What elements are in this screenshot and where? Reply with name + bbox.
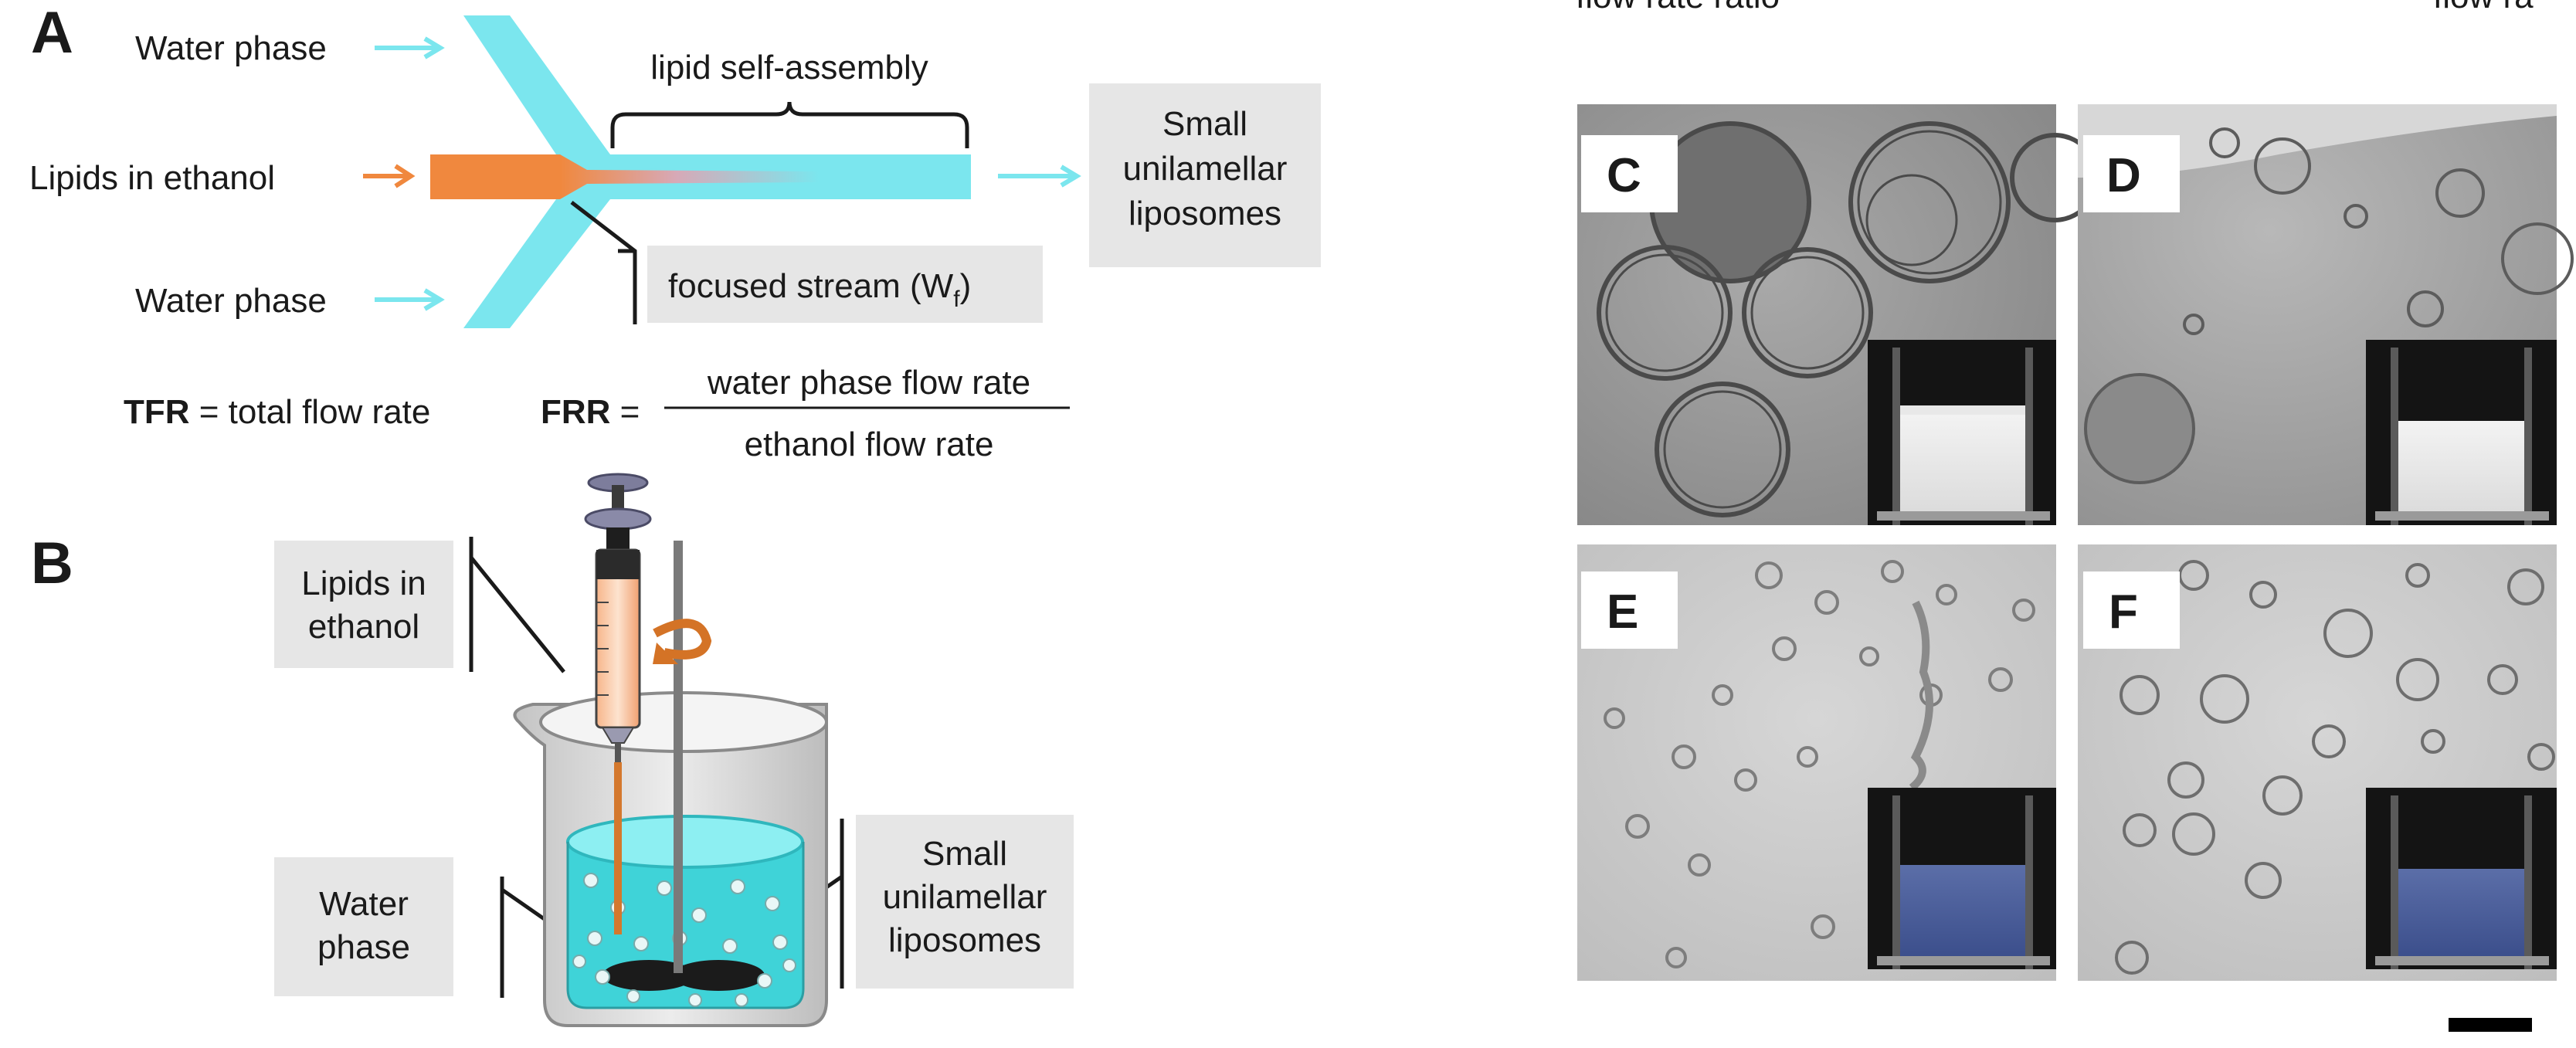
rotation-arrow-icon (653, 619, 712, 660)
panel-a-label: A (31, 0, 73, 66)
frr-denominator: ethanol flow rate (745, 426, 994, 463)
water-b-line2: phase (317, 928, 410, 966)
lipids-label: Lipids in ethanol (29, 159, 275, 197)
vial-e (1868, 788, 2056, 969)
water-b-line1: Water (319, 885, 409, 923)
self-assembly-label: lipid self-assembly (650, 49, 928, 86)
panel-a: A Water phase Lipids in ethanol Water ph… (29, 0, 1321, 463)
micrographs: flow rate ratio flow ra C (1576, 0, 2574, 1032)
micrograph-f: F (2078, 544, 2557, 981)
vial-c (1868, 340, 2056, 525)
lipids-b-line2: ethanol (308, 608, 419, 646)
micrograph-e: E (1577, 544, 2056, 981)
lipids-leader (469, 537, 565, 673)
vial-f (2366, 788, 2557, 969)
focused-stream-label: focused stream (Wf) (668, 267, 971, 312)
water-top-arrow-icon (375, 36, 445, 59)
micrograph-d: D (2078, 104, 2574, 525)
focused-stream (560, 154, 819, 199)
stir-bar-icon (602, 960, 765, 991)
self-assembly-brace (610, 101, 969, 148)
product-b-line1: Small (922, 835, 1007, 873)
water-top-label: Water phase (135, 29, 327, 67)
lipids-box-b (274, 541, 453, 668)
product-a-line3: liposomes (1128, 195, 1281, 232)
micrograph-c: C (1577, 104, 2099, 525)
water-bottom-arrow-icon (375, 288, 445, 311)
product-b-line2: unilamellar (883, 878, 1047, 916)
stirrer-rod (674, 541, 683, 973)
water-bottom-label: Water phase (135, 282, 327, 320)
lipids-b-line1: Lipids in (301, 565, 426, 602)
frr-equation: FRR = (541, 393, 640, 431)
product-box-b (856, 815, 1074, 989)
product-a-line1: Small (1162, 105, 1247, 143)
panel-b: B Lipids in ethanol Water phase Small un… (31, 473, 1074, 1027)
frr-numerator: water phase flow rate (707, 364, 1030, 402)
product-box-a (1089, 83, 1321, 267)
label-f: F (2109, 585, 2138, 639)
panel-b-label: B (31, 531, 73, 596)
water-channel-bottom (463, 199, 610, 328)
tfr-equation: TFR = total flow rate (124, 393, 430, 431)
product-a-line2: unilamellar (1123, 150, 1288, 188)
water-channel-top (463, 15, 610, 154)
cut-header-right: flow ra (2433, 0, 2534, 15)
product-b-line3: liposomes (888, 921, 1041, 959)
label-c: C (1607, 149, 1641, 202)
lipids-arrow-icon (363, 164, 416, 188)
outlet-arrow-icon (998, 164, 1081, 188)
syringe-icon (584, 473, 652, 934)
label-d: D (2106, 149, 2141, 202)
cut-header-left: flow rate ratio (1576, 0, 1780, 15)
label-e: E (1607, 585, 1638, 639)
focused-stream-box (647, 246, 1043, 323)
water-box-b (274, 857, 453, 996)
vial-d (2366, 340, 2557, 525)
scale-bar (2449, 1018, 2532, 1032)
ethanol-channel (430, 154, 560, 199)
